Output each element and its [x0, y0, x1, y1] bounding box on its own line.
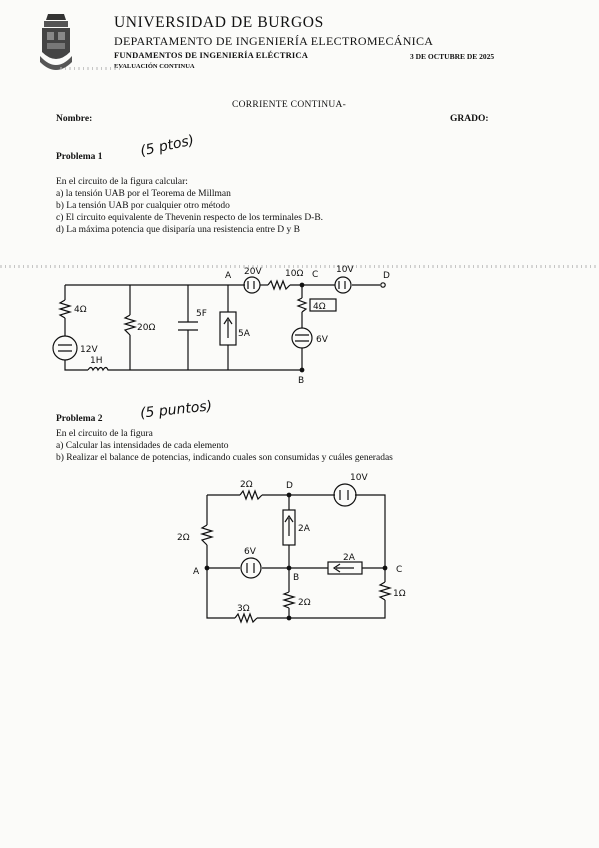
- label-c1: 5F: [196, 309, 207, 319]
- label-node-d: D: [286, 481, 293, 491]
- problem1-intro: En el circuito de la figura calcular:: [56, 177, 188, 187]
- label-v2: 20V: [244, 267, 262, 277]
- subject-name: FUNDAMENTOS DE INGENIERÍA ELÉCTRICA: [114, 50, 309, 60]
- university-crest-icon: [40, 14, 72, 70]
- terminal-d: [380, 282, 386, 288]
- exam-title: CORRIENTE CONTINUA-: [232, 100, 347, 110]
- voltage-source-10v: [333, 483, 357, 507]
- label-v-top: 10V: [350, 473, 368, 483]
- label-r3: 10Ω: [285, 269, 303, 279]
- label-v3: 10V: [336, 265, 354, 275]
- label-node-a: A: [225, 271, 232, 281]
- node-dot: [299, 282, 305, 288]
- label-r-top: 2Ω: [240, 480, 253, 490]
- label-r2: 20Ω: [137, 323, 155, 333]
- resistor-20ohm: [122, 314, 138, 336]
- problem1-item-c: c) El circuito equivalente de Thevenin r…: [56, 213, 324, 223]
- wire: [257, 600, 386, 619]
- label-node-c: C: [396, 565, 402, 575]
- resistor-2ohm-center: [281, 591, 297, 609]
- wire: [64, 360, 88, 371]
- resistor-2ohm-left: [199, 524, 215, 546]
- label-r-right: 1Ω: [393, 589, 406, 599]
- problem1-item-b: b) La tensión UAB por cualquier otro mét…: [56, 201, 230, 211]
- inductor-1h: [87, 366, 110, 372]
- university-name: UNIVERSIDAD DE BURGOS: [114, 14, 324, 31]
- problem2-item-a: a) Calcular las intensidades de cada ele…: [56, 441, 229, 451]
- scan-noise: [60, 67, 120, 70]
- label-r4: 4Ω: [313, 302, 326, 312]
- current-source-2a-center: [282, 509, 296, 546]
- label-i-right: 2A: [343, 553, 356, 563]
- node-dot: [286, 492, 292, 498]
- node-dot: [286, 565, 292, 571]
- label-v1: 12V: [80, 345, 98, 355]
- grade-label: GRADO:: [450, 114, 489, 124]
- resistor-4ohm-right: [309, 298, 337, 312]
- label-r-left: 2Ω: [177, 533, 190, 543]
- voltage-source-6v: [291, 327, 313, 349]
- wire: [355, 494, 386, 568]
- resistor-3ohm-bottom: [234, 612, 258, 624]
- voltage-source-10v: [334, 276, 352, 294]
- resistor-2ohm-top: [239, 489, 263, 501]
- resistor-10ohm: [267, 279, 291, 291]
- evaluation-type: EVALUACIÓN CONTINUA: [114, 63, 195, 70]
- problem1-item-d: d) La máxima potencia que disiparía una …: [56, 225, 301, 235]
- problem2-item-b: b) Realizar el balance de potencias, ind…: [56, 453, 393, 463]
- name-label: Nombre:: [56, 114, 93, 124]
- label-l1: 1H: [90, 356, 103, 366]
- label-r-center: 2Ω: [298, 598, 311, 608]
- label-r-bottom: 3Ω: [237, 604, 250, 614]
- problem1-item-a: a) la tensión UAB por el Teorema de Mill…: [56, 189, 231, 199]
- problem2-intro: En el circuito de la figura: [56, 429, 153, 439]
- exam-date: 3 DE OCTUBRE DE 2025: [410, 52, 495, 61]
- label-v4: 6V: [316, 335, 329, 345]
- scan-noise: [0, 265, 599, 268]
- label-node-a: A: [193, 567, 200, 577]
- resistor-4ohm: [57, 299, 73, 319]
- label-node-b: B: [298, 376, 304, 386]
- label-v-mid: 6V: [244, 547, 257, 557]
- current-source-5a: [219, 311, 237, 346]
- capacitor-5f: [178, 321, 198, 331]
- voltage-source-6v: [240, 557, 262, 579]
- wire: [206, 545, 235, 619]
- voltage-source-20v: [243, 276, 261, 294]
- node-dot: [286, 615, 292, 621]
- department-name: DEPARTAMENTO DE INGENIERÍA ELECTROMECÁNI…: [114, 34, 434, 48]
- problem1-label: Problema 1: [56, 152, 103, 162]
- voltage-source-12v: [52, 335, 78, 361]
- node-dot: [382, 565, 388, 571]
- label-node-b: B: [293, 573, 299, 583]
- current-source-2a-right: [327, 561, 363, 575]
- node-dot: [299, 367, 305, 373]
- label-i1: 5A: [238, 329, 251, 339]
- label-node-d: D: [383, 271, 390, 281]
- problem2-label: Problema 2: [56, 414, 103, 424]
- label-r1: 4Ω: [74, 305, 87, 315]
- resistor-1ohm-right: [377, 581, 393, 601]
- label-i-mid: 2A: [298, 524, 311, 534]
- node-dot: [204, 565, 210, 571]
- label-node-c: C: [312, 270, 318, 280]
